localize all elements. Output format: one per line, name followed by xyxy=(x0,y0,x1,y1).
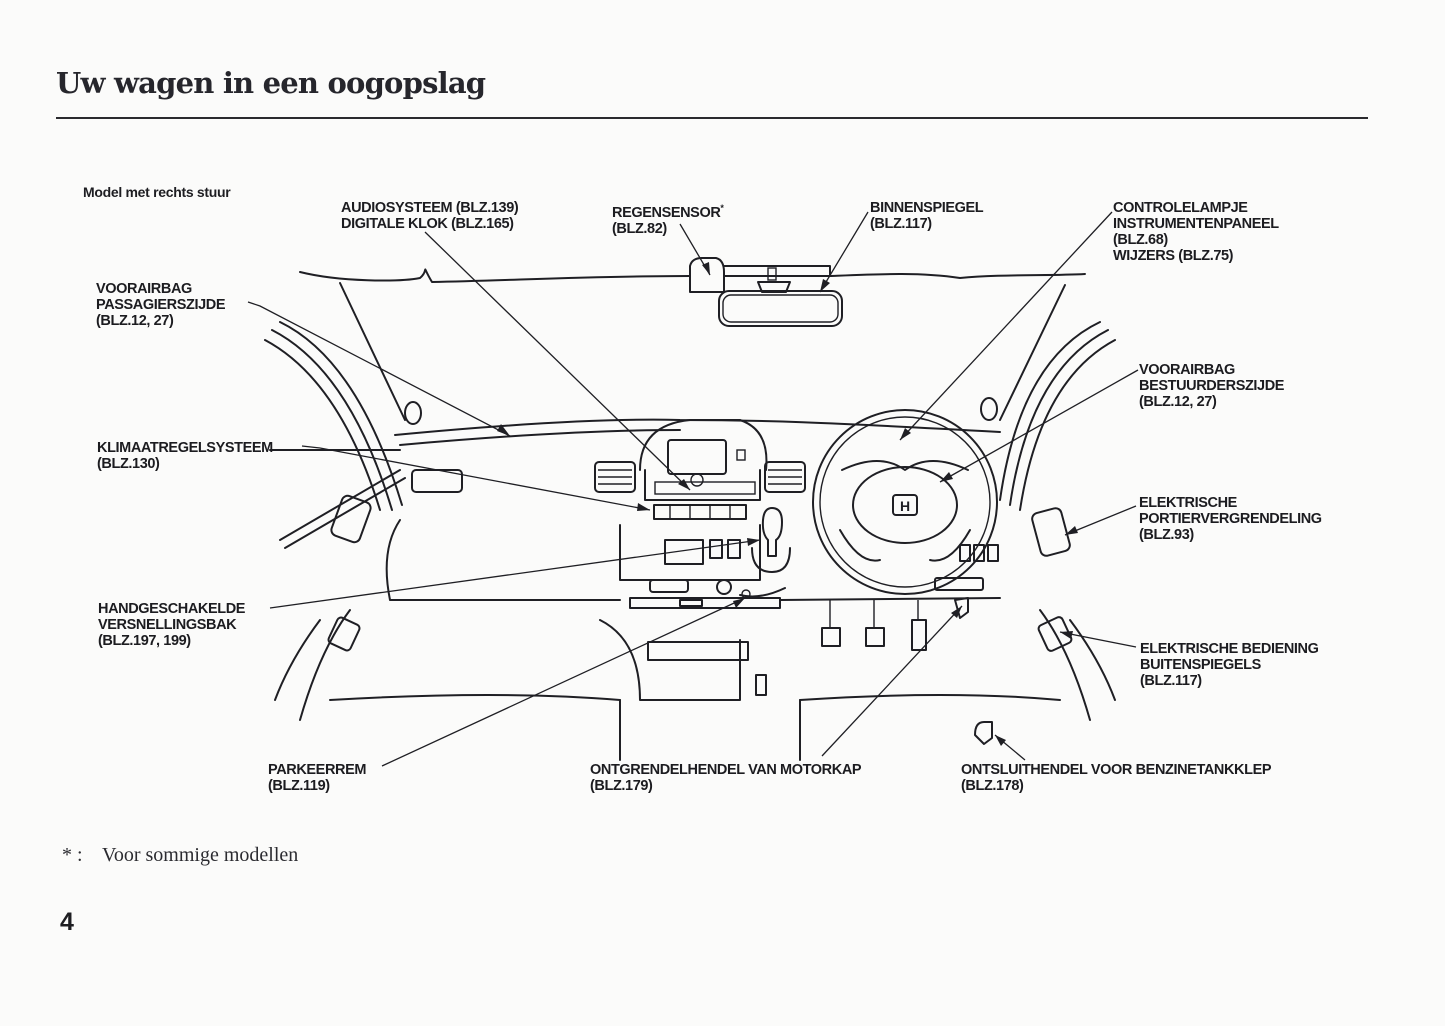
audio-display xyxy=(667,439,727,475)
callout-line: BUITENSPIEGELS xyxy=(1140,657,1261,673)
footnote-text: Voor sommige modellen xyxy=(102,844,299,866)
leader-lines xyxy=(247,211,1139,767)
callout-line: ELEKTRISCHE xyxy=(1139,495,1237,511)
callout-text: REGENSENSOR xyxy=(612,204,721,221)
honda-logo xyxy=(892,494,918,516)
fuel-door-opener xyxy=(974,721,993,745)
callout-line: DIGITALE KLOK (BLZ.165) xyxy=(341,216,514,232)
leader-mirror-control xyxy=(1059,631,1137,648)
callout-line: HANDGESCHAKELDE xyxy=(98,601,246,617)
callout-line: PARKEERREM xyxy=(268,762,367,778)
callout-line: (BLZ.197, 199) xyxy=(98,633,191,649)
footnote-asterisk: * xyxy=(720,203,724,213)
callout-line: (BLZ.93) xyxy=(1139,527,1194,543)
leader-indicators xyxy=(899,211,1113,441)
callout-line: (BLZ.82) xyxy=(612,220,667,237)
leader-mirror xyxy=(819,211,869,293)
callout-line: INSTRUMENTENPANEEL xyxy=(1113,216,1279,232)
svg-text:H: H xyxy=(900,498,910,514)
callout-rain-sensor: REGENSENSOR* (BLZ.82) xyxy=(612,200,724,237)
callout-line: (BLZ.12, 27) xyxy=(1139,394,1217,410)
callout-line: (BLZ.117) xyxy=(870,216,932,232)
gear-lever xyxy=(761,507,783,557)
callout-line: (BLZ.119) xyxy=(268,778,330,794)
page-number: 4 xyxy=(60,908,74,936)
callout-line: VERSNELLINGSBAK xyxy=(98,617,237,633)
leader-passenger-airbag xyxy=(247,301,511,437)
callout-line: VOORAIRBAG xyxy=(1139,362,1235,378)
rear-view-mirror xyxy=(718,290,843,327)
callout-manual-transmission: HANDGESCHAKELDE VERSNELLINGSBAK (BLZ.197… xyxy=(98,601,245,649)
footnote: * : Voor sommige modellen xyxy=(62,844,298,867)
parking-brake xyxy=(739,587,786,598)
left-door-lock-switch xyxy=(330,494,372,544)
leader-gearbox xyxy=(269,539,761,609)
callout-line: (BLZ.117) xyxy=(1140,673,1202,689)
callout-audio-system: AUDIOSYSTEEM (BLZ.139) DIGITALE KLOK (BL… xyxy=(341,200,519,232)
right-door-lock-switch xyxy=(1031,507,1071,557)
climate-panel xyxy=(653,504,747,520)
callout-line: (BLZ.68) xyxy=(1113,232,1168,248)
callout-line: REGENSENSOR* xyxy=(612,200,724,221)
callout-line: WIJZERS (BLZ.75) xyxy=(1113,248,1234,264)
callout-line: VOORAIRBAG xyxy=(96,281,192,297)
callout-climate-control: KLIMAATREGELSYSTEEM (BLZ.130) xyxy=(97,440,273,472)
model-label: Model met rechts stuur xyxy=(83,184,231,200)
callout-line: (BLZ.12, 27) xyxy=(96,313,174,329)
callout-hood-release: ONTGRENDELHENDEL VAN MOTORKAP (BLZ.179) xyxy=(590,762,862,794)
callout-line: (BLZ.178) xyxy=(961,778,1024,794)
callout-line: ONTSLUITHENDEL VOOR BENZINETANKKLEP xyxy=(961,762,1272,778)
callout-rearview-mirror: BINNENSPIEGEL (BLZ.117) xyxy=(870,200,984,232)
leader-climate xyxy=(301,445,651,511)
callout-line: (BLZ.179) xyxy=(590,778,653,794)
footnote-marker: * : xyxy=(62,844,83,866)
callout-line: ELEKTRISCHE BEDIENING xyxy=(1140,641,1319,657)
callout-indicators-gauges: CONTROLELAMPJE INSTRUMENTENPANEEL (BLZ.6… xyxy=(1113,200,1279,264)
callout-line: BESTUURDERSZIJDE xyxy=(1139,378,1285,394)
leader-audio xyxy=(424,231,691,491)
callout-fuel-door-release: ONTSLUITHENDEL VOOR BENZINETANKKLEP (BLZ… xyxy=(961,762,1272,794)
callout-passenger-airbag: VOORAIRBAG PASSAGIERSZIJDE (BLZ.12, 27) xyxy=(96,281,226,329)
leader-driver-airbag xyxy=(939,369,1139,483)
callout-driver-airbag: VOORAIRBAG BESTUURDERSZIJDE (BLZ.12, 27) xyxy=(1139,362,1284,410)
callout-line: CONTROLELAMPJE xyxy=(1113,200,1248,216)
mirror-control-switch xyxy=(1037,616,1073,652)
leader-hood-release xyxy=(821,605,963,757)
callout-parking-brake: PARKEERREM (BLZ.119) xyxy=(268,762,366,794)
callout-line: KLIMAATREGELSYSTEEM xyxy=(97,440,273,456)
steering-wheel xyxy=(812,409,998,595)
title-divider xyxy=(56,117,1368,119)
callout-line: BINNENSPIEGEL xyxy=(870,200,984,216)
callout-line: (BLZ.130) xyxy=(97,456,160,472)
leader-parking-brake xyxy=(381,597,746,767)
callout-line: AUDIOSYSTEEM (BLZ.139) xyxy=(341,200,519,216)
car-interior-drawing: H xyxy=(264,257,1116,761)
callout-power-door-locks: ELEKTRISCHE PORTIERVERGRENDELING (BLZ.93… xyxy=(1139,495,1322,543)
rain-sensor-housing xyxy=(689,257,725,293)
page-title: Uw wagen in een oogopslag xyxy=(56,66,486,100)
leader-door-lock xyxy=(1064,505,1137,536)
callout-power-mirror-controls: ELEKTRISCHE BEDIENING BUITENSPIEGELS (BL… xyxy=(1140,641,1319,689)
callout-line: PASSAGIERSZIJDE xyxy=(96,297,226,313)
callout-line: PORTIERVERGRENDELING xyxy=(1139,511,1322,527)
callout-line: ONTGRENDELHENDEL VAN MOTORKAP xyxy=(590,762,862,778)
